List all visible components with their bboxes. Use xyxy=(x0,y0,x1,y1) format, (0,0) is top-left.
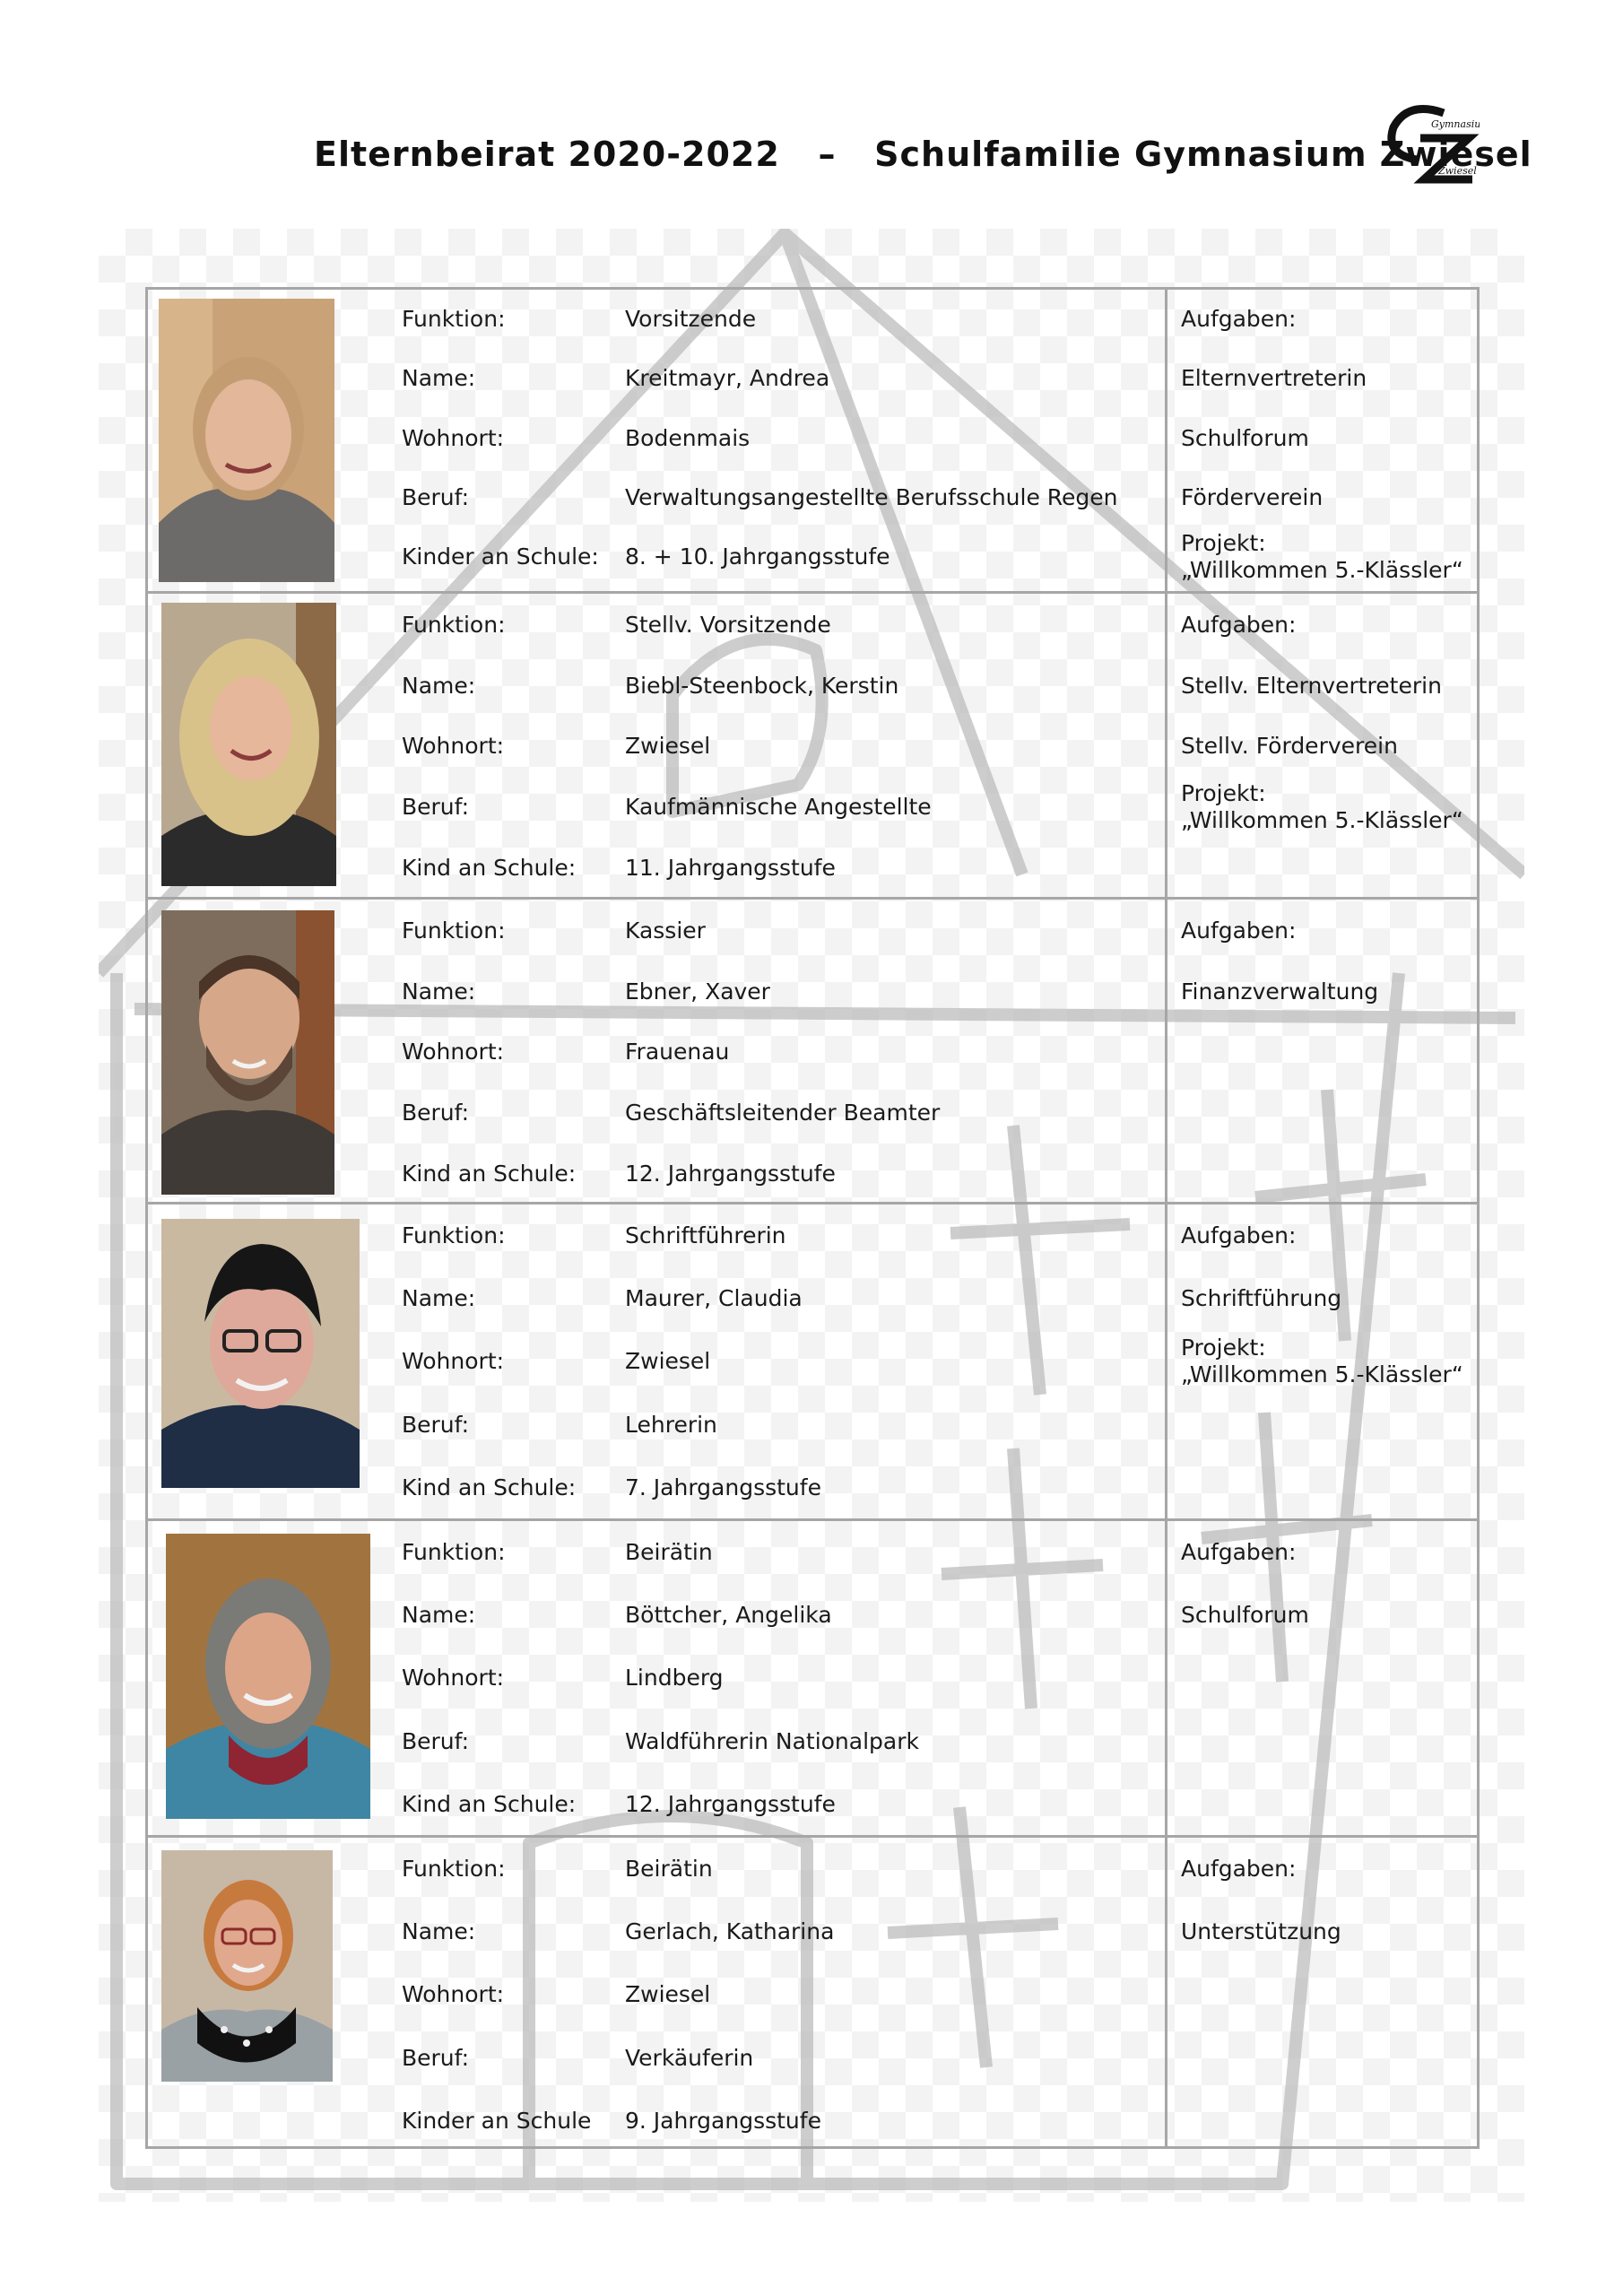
label-residence: Wohnort: xyxy=(402,1981,505,2007)
task-item: Schriftführung xyxy=(1181,1285,1342,1311)
label-name: Name: xyxy=(402,1602,476,1628)
label-name: Name: xyxy=(402,1918,476,1944)
value-residence: Bodenmais xyxy=(625,425,751,451)
value-name: Ebner, Xaver xyxy=(625,978,770,1004)
tasks-label: Aufgaben: xyxy=(1181,612,1297,638)
member-table: Funktion: Vorsitzende Name: Kreitmayr, A… xyxy=(145,287,1480,2149)
task-item: Schulforum xyxy=(1181,1602,1309,1628)
value-children: 12. Jahrgangsstufe xyxy=(625,1791,836,1817)
portrait-photo xyxy=(161,1219,360,1488)
tasks-label: Aufgaben: xyxy=(1181,1856,1297,1882)
task-item: Unterstützung xyxy=(1181,1918,1341,1944)
label-profession: Beruf: xyxy=(402,2045,469,2071)
label-residence: Wohnort: xyxy=(402,733,505,759)
school-logo: Gymnasium Zwiesel xyxy=(1387,105,1480,184)
value-function: Beirätin xyxy=(625,1539,713,1565)
tasks-label: Aufgaben: xyxy=(1181,1539,1297,1565)
value-children: 12. Jahrgangsstufe xyxy=(625,1161,836,1187)
label-name: Name: xyxy=(402,365,476,391)
label-residence: Wohnort: xyxy=(402,1039,505,1065)
tasks-label: Aufgaben: xyxy=(1181,918,1297,944)
label-residence: Wohnort: xyxy=(402,1348,505,1374)
value-children: 8. + 10. Jahrgangsstufe xyxy=(625,544,890,570)
value-profession: Verkäuferin xyxy=(625,2045,754,2071)
label-profession: Beruf: xyxy=(402,1100,469,1126)
label-function: Funktion: xyxy=(402,1222,506,1248)
value-function: Beirätin xyxy=(625,1856,713,1882)
label-name: Name: xyxy=(402,673,476,699)
label-function: Funktion: xyxy=(402,1856,506,1882)
value-children: 11. Jahrgangsstufe xyxy=(625,855,836,881)
label-profession: Beruf: xyxy=(402,1412,469,1438)
value-residence: Frauenau xyxy=(625,1039,730,1065)
label-function: Funktion: xyxy=(402,612,506,638)
label-name: Name: xyxy=(402,1285,476,1311)
label-profession: Beruf: xyxy=(402,1728,469,1754)
value-profession: Waldführerin Nationalpark xyxy=(625,1728,919,1754)
value-function: Vorsitzende xyxy=(625,306,757,332)
label-name: Name: xyxy=(402,978,476,1004)
label-children: Kind an Schule: xyxy=(402,1161,577,1187)
task-item: Finanzverwaltung xyxy=(1181,978,1379,1004)
portrait-photo xyxy=(161,1850,333,2082)
value-profession: Lehrerin xyxy=(625,1412,717,1438)
value-name: Biebl-Steenbock, Kerstin xyxy=(625,673,899,699)
value-residence: Zwiesel xyxy=(625,733,711,759)
label-function: Funktion: xyxy=(402,1539,506,1565)
value-residence: Zwiesel xyxy=(625,1348,711,1374)
member-row: Funktion: Stellv. Vorsitzende Name: Bieb… xyxy=(148,591,1477,897)
member-row: Funktion: Vorsitzende Name: Kreitmayr, A… xyxy=(148,290,1477,591)
task-item: Förderverein xyxy=(1181,484,1324,510)
portrait-photo xyxy=(161,603,336,886)
member-row: Funktion: Beirätin Name: Gerlach, Kathar… xyxy=(148,1835,1477,2152)
label-function: Funktion: xyxy=(402,918,506,944)
tasks-label: Aufgaben: xyxy=(1181,306,1297,332)
task-item: Projekt: xyxy=(1181,530,1266,556)
logo-text-bottom: Zwiesel xyxy=(1437,165,1477,177)
value-children: 7. Jahrgangsstufe xyxy=(625,1474,821,1500)
task-item: Projekt: xyxy=(1181,1335,1266,1361)
value-function: Stellv. Vorsitzende xyxy=(625,612,831,638)
portrait-photo xyxy=(161,910,334,1195)
label-children: Kind an Schule: xyxy=(402,855,577,881)
value-profession: Kaufmännische Angestellte xyxy=(625,794,932,820)
task-item: „Willkommen 5.-Klässler“ xyxy=(1181,557,1463,583)
page-title: Elternbeirat 2020-2022 – Schulfamilie Gy… xyxy=(314,135,1532,174)
member-row: Funktion: Schriftführerin Name: Maurer, … xyxy=(148,1202,1477,1518)
value-profession: Geschäftsleitender Beamter xyxy=(625,1100,941,1126)
value-function: Kassier xyxy=(625,918,706,944)
task-item: Stellv. Elternvertreterin xyxy=(1181,673,1442,699)
label-children: Kind an Schule: xyxy=(402,1474,577,1500)
label-function: Funktion: xyxy=(402,306,506,332)
value-name: Maurer, Claudia xyxy=(625,1285,803,1311)
member-row: Funktion: Beirätin Name: Böttcher, Angel… xyxy=(148,1518,1477,1835)
label-children: Kinder an Schule xyxy=(402,2108,592,2134)
task-item: Schulforum xyxy=(1181,425,1309,451)
logo-text-top: Gymnasium xyxy=(1431,118,1480,130)
label-residence: Wohnort: xyxy=(402,1665,505,1691)
label-children: Kind an Schule: xyxy=(402,1791,577,1817)
task-item: „Willkommen 5.-Klässler“ xyxy=(1181,807,1463,833)
tasks-label: Aufgaben: xyxy=(1181,1222,1297,1248)
value-children: 9. Jahrgangsstufe xyxy=(625,2108,821,2134)
task-item: Projekt: xyxy=(1181,780,1266,806)
label-children: Kinder an Schule: xyxy=(402,544,599,570)
task-item: Elternvertreterin xyxy=(1181,365,1367,391)
portrait-photo xyxy=(166,1534,370,1819)
value-function: Schriftführerin xyxy=(625,1222,786,1248)
portrait-photo xyxy=(159,299,334,582)
column-divider xyxy=(1165,290,1167,2146)
value-name: Kreitmayr, Andrea xyxy=(625,365,830,391)
value-residence: Zwiesel xyxy=(625,1981,711,2007)
value-profession: Verwaltungsangestellte Berufsschule Rege… xyxy=(625,484,1118,510)
label-profession: Beruf: xyxy=(402,484,469,510)
value-residence: Lindberg xyxy=(625,1665,724,1691)
task-item: „Willkommen 5.-Klässler“ xyxy=(1181,1361,1463,1387)
member-row: Funktion: Kassier Name: Ebner, Xaver Woh… xyxy=(148,897,1477,1202)
value-name: Gerlach, Katharina xyxy=(625,1918,835,1944)
label-profession: Beruf: xyxy=(402,794,469,820)
value-name: Böttcher, Angelika xyxy=(625,1602,832,1628)
task-item: Stellv. Förderverein xyxy=(1181,733,1398,759)
label-residence: Wohnort: xyxy=(402,425,505,451)
